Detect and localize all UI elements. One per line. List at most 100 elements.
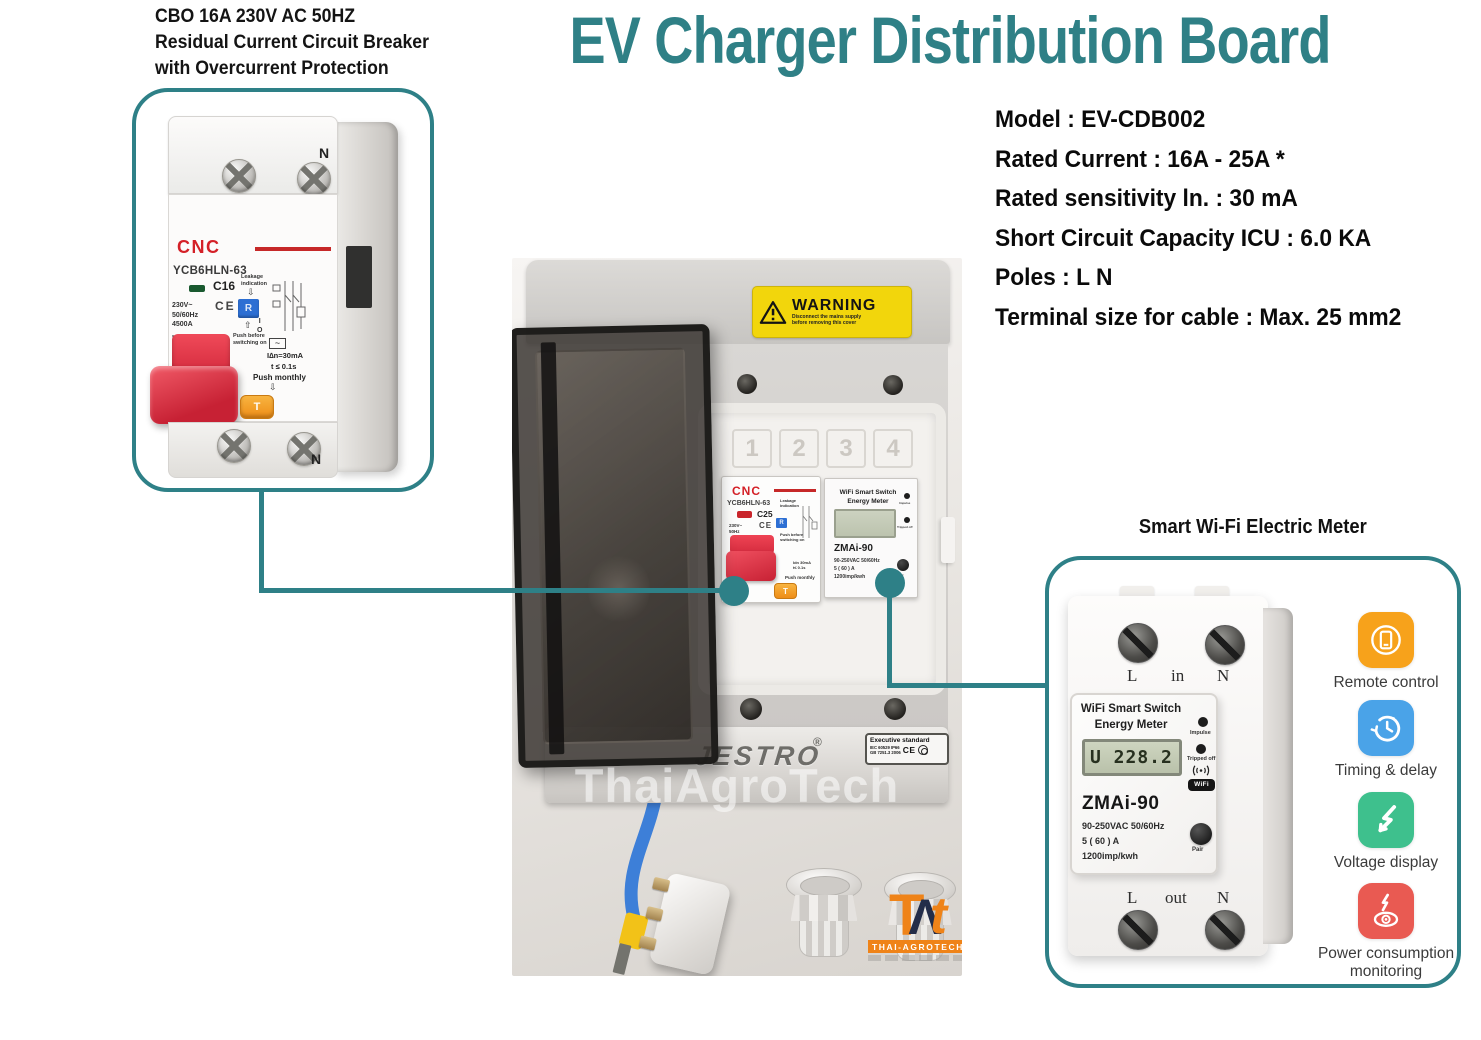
voltage-display-icon [1358,792,1414,848]
cover-screw-hole [884,698,906,720]
spec-list: Model : EV-CDB002 Rated Current : 16A - … [995,100,1401,337]
ac-symbol: ~ [269,338,286,349]
page-title: EV Charger Distribution Board [569,3,1331,77]
feature-timing-delay: Timing & delay [1303,700,1469,780]
status-led [189,285,205,292]
logo-banner: THAI-AGROTECH [868,940,962,953]
red-accent-line [774,489,816,492]
neutral-label: N [311,451,322,467]
logo-tagline-blur [868,955,962,961]
terminal-screw [1118,910,1158,950]
registered-mark: ® [813,735,822,749]
push-monthly-label: Push monthly [253,373,306,382]
slot-number: 2 [779,429,819,468]
spec-line: Model : EV-CDB002 [995,106,1206,133]
neutral-label: N [319,145,330,161]
power-monitoring-icon [1358,883,1414,939]
terminal-screw [222,159,256,193]
push-monthly-label: Push monthly [785,575,815,580]
push-before-label: Push before switching on [780,532,805,542]
meter-specs: 90-250VAC 50/60Hz 5 ( 60 ) A 1200imp/kwh [834,558,880,580]
feature-remote-control: Remote control [1303,612,1469,692]
down-arrow-icon: ⇩ [247,287,255,297]
up-arrow-icon: ⇧ [244,320,252,330]
impulse-led [1198,717,1208,727]
transparent-cover-door [512,323,719,769]
rcbo-top-terminal: N [168,116,338,196]
reset-button: R [238,299,259,318]
tripped-led [904,517,910,523]
timing-delay-icon [1358,700,1414,756]
rcbo-bottom-terminal: N [168,422,338,478]
terminal-screw [1118,623,1158,663]
warning-sticker: WARNING Disconnect the mains supply befo… [752,286,912,338]
down-arrow-icon: ⇩ [269,382,277,392]
spec-line: Poles : L N [995,264,1113,291]
push-before-label: Push before switching on [233,333,267,346]
slot-number: 3 [826,429,866,468]
electrical-specs: 230V~ 50/60Hz 4500A [172,302,199,328]
ce-mark: CE [215,299,236,313]
spec-line: Rated sensitivity ln. : 30 mA [995,185,1298,212]
slot-number: 1 [732,429,772,468]
test-button: T [774,583,797,599]
meter-face: WiFi Smart Switch Energy Meter Impulse U… [1070,693,1218,875]
left-device-caption: CBO 16A 230V AC 50HZ Residual Current Ci… [155,4,429,82]
meter-caption: Smart Wi-Fi Electric Meter [1139,516,1367,538]
feature-voltage-display: Voltage display [1303,792,1469,872]
breaker-toggle-handle [730,535,774,554]
tripped-led [1196,744,1206,754]
thai-agrotech-logo: T Λ t THAI-AGROTECH [868,882,962,961]
wifi-badge: WiFi [1188,779,1215,791]
callout-line [887,683,1049,688]
remote-control-icon [1358,612,1414,668]
wifi-signal-icon [1192,765,1210,776]
slot-number: 4 [873,429,913,468]
lcd-display: U 228.2 [1082,739,1182,776]
terminal-screw [287,432,321,466]
warning-text: WARNING Disconnect the mains supply befo… [792,297,877,327]
caption-line: Residual Current Circuit Breaker [155,32,429,53]
trip-time-label: t ≤ 0.1s [271,362,297,371]
executive-standard-label: Executive standard IEC 60529 IP66 GB 725… [865,733,949,765]
wiring-diagram-icon [802,506,818,538]
current-rating: C16 [213,279,236,293]
lcd-display [834,509,896,538]
impulse-led [904,493,910,499]
enclosure-side-clip [941,517,955,563]
breaker-toggle-handle [150,366,238,424]
callout-line [259,588,737,593]
line-label: L [1127,888,1138,907]
ccc-mark-icon [917,745,928,755]
spec-line: Short Circuit Capacity ICU : 6.0 KA [995,224,1372,252]
on-off-marks: I O [257,318,263,334]
neutral-label: N [1217,666,1230,685]
red-accent-line [255,247,331,251]
enclosure-top: WARNING Disconnect the mains supply befo… [526,260,950,344]
cable-gland [786,868,862,957]
rcbo-din-side [334,122,398,472]
rcbo-product-image: N CNC YCB6HLN-63 C16 230V~ 50/60Hz 4500A… [150,116,408,478]
spec-line: Terminal size for cable : Max. 25 mm2 [995,303,1402,331]
meter-side [1263,608,1293,944]
cover-screw-hole [740,698,762,720]
smart-meter-product-image: L in N WiFi Smart Switch Energy Meter Im… [1045,556,1461,988]
pair-button [897,559,909,571]
cover-screw-hole [883,375,903,395]
caption-line: with Overcurrent Protection [155,58,389,79]
callout-line [887,580,892,687]
wiring-diagram-icon [272,281,306,331]
sensitivity-label: Idn 30mA t≤ 0.1s [793,560,812,570]
brand-logo: CNC [177,237,221,257]
leakage-label: Leakage indication [241,274,267,287]
meter-specs: 90-250VAC 50/60Hz 5 ( 60 ) A 1200imp/kwh [1082,821,1165,861]
standards-text: IEC 60529 IP66 GB 7251.3 2006 [870,745,901,755]
in-label: in [1171,666,1185,685]
ce-mark: CE [759,521,773,530]
distribution-board-photo: WARNING Disconnect the mains supply befo… [512,258,962,976]
callout-line [259,492,264,592]
terminal-screw [217,429,251,463]
feature-power-monitoring: Power consumption monitoring [1303,883,1469,981]
terminal-screw [1205,910,1245,950]
